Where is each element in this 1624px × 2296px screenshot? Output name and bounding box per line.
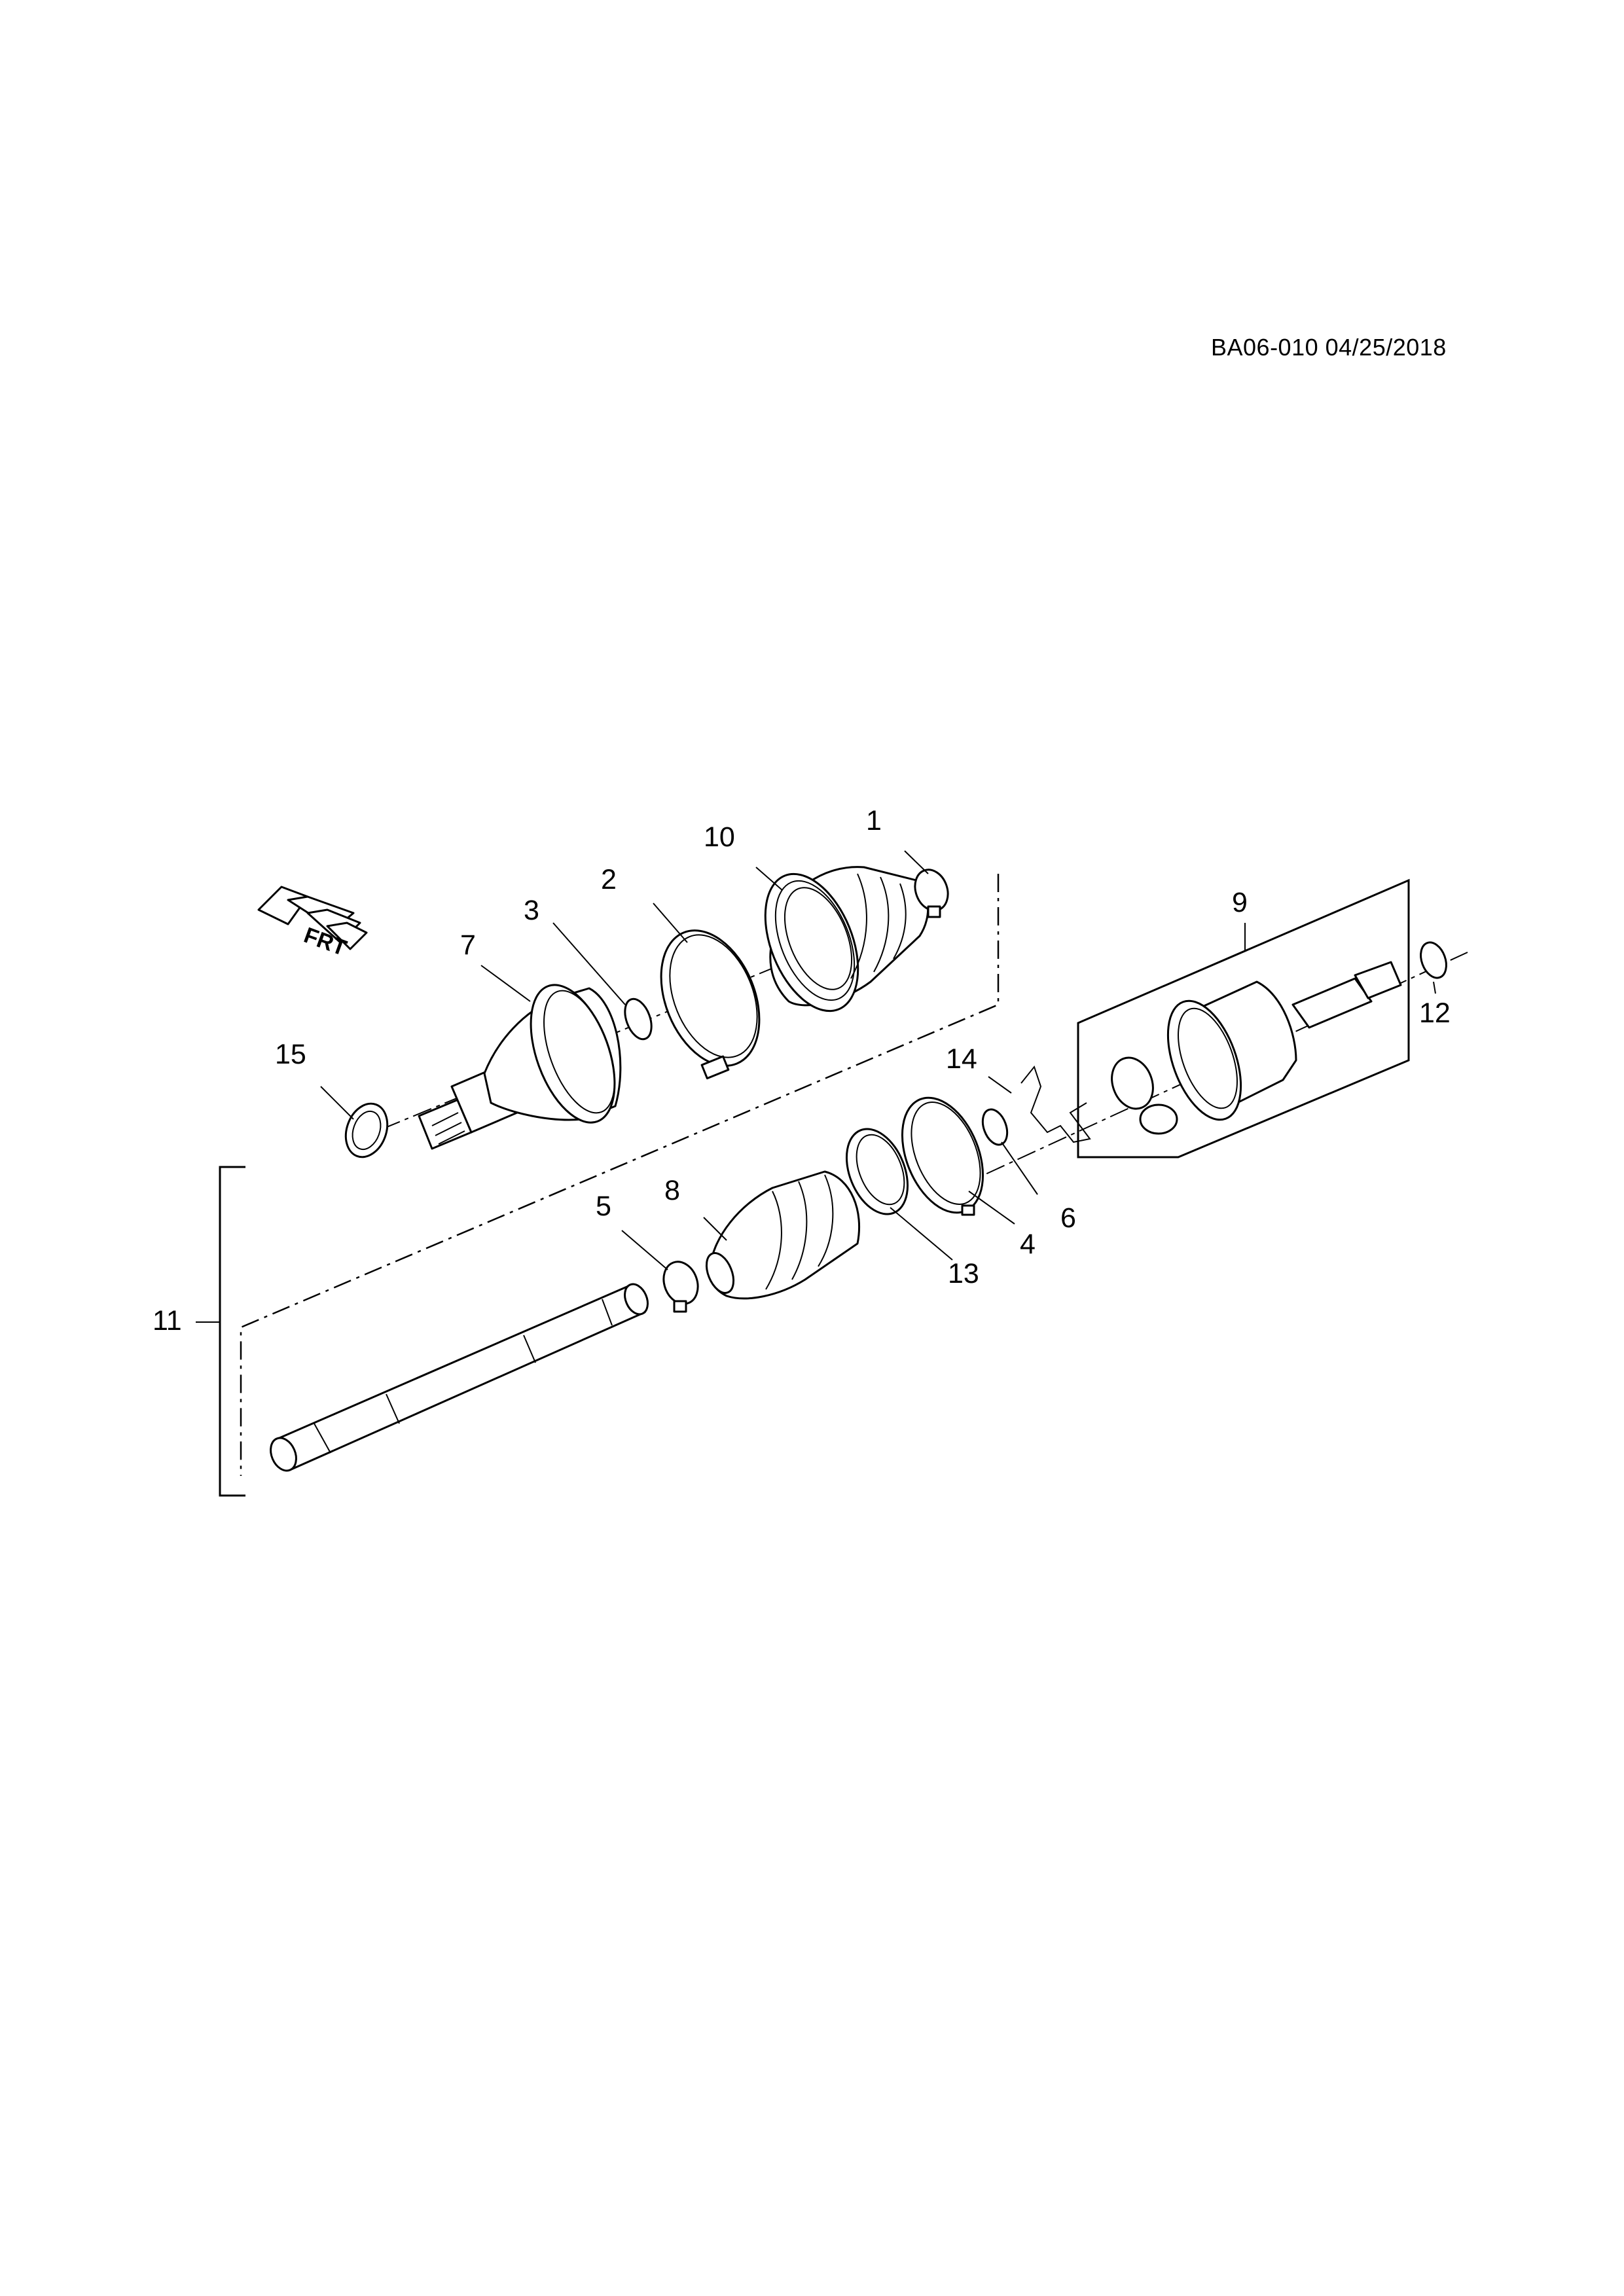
part-2-clamp-band (660, 929, 761, 1080)
part-7-outer-cv-joint (418, 984, 622, 1150)
callout-2: 2 (601, 864, 617, 895)
callout-15: 15 (275, 1039, 306, 1070)
diagram-reference-code: BA06-010 04/25/2018 (1211, 334, 1447, 361)
callout-10: 10 (704, 821, 735, 853)
callout-5: 5 (596, 1191, 611, 1222)
part-15-circlip (344, 1102, 389, 1158)
part-6-snap-ring (981, 1108, 1009, 1146)
outer-cv-assembly-outline (240, 874, 1000, 1476)
inner-joint-assembly-frame (1077, 878, 1410, 1158)
part-12-circlip (1420, 941, 1447, 979)
part-11-drive-shaft (270, 1283, 649, 1472)
callout-labels: 1 2 3 4 5 6 7 8 9 10 11 12 13 14 15 (153, 805, 1451, 1336)
part-14-spring-clip (1020, 1065, 1091, 1143)
part-13-retainer (845, 1128, 909, 1215)
callout-12: 12 (1419, 997, 1451, 1029)
callout-8: 8 (664, 1175, 680, 1206)
shaft-assembly-bracket (219, 1166, 245, 1497)
part-8-inner-boot (705, 1170, 861, 1300)
callout-6: 6 (1060, 1202, 1076, 1234)
callout-11: 11 (153, 1305, 182, 1336)
callout-3: 3 (524, 895, 539, 926)
part-9-inner-tripod-joint (1111, 961, 1402, 1135)
callout-1: 1 (866, 805, 882, 836)
callout-9: 9 (1232, 887, 1248, 918)
front-orientation-badge: FRT (257, 886, 368, 961)
part-5-small-clamp (662, 1261, 699, 1313)
part-10-outer-boot (764, 866, 929, 1013)
part-1-small-clamp (914, 869, 949, 918)
callout-4: 4 (1020, 1229, 1036, 1260)
callout-14: 14 (946, 1043, 977, 1075)
leader-lines (320, 850, 1436, 1270)
part-4-large-clamp (901, 1096, 984, 1216)
part-3-snap-ring (624, 997, 653, 1041)
callout-13: 13 (948, 1258, 979, 1289)
callout-7: 7 (460, 929, 476, 961)
